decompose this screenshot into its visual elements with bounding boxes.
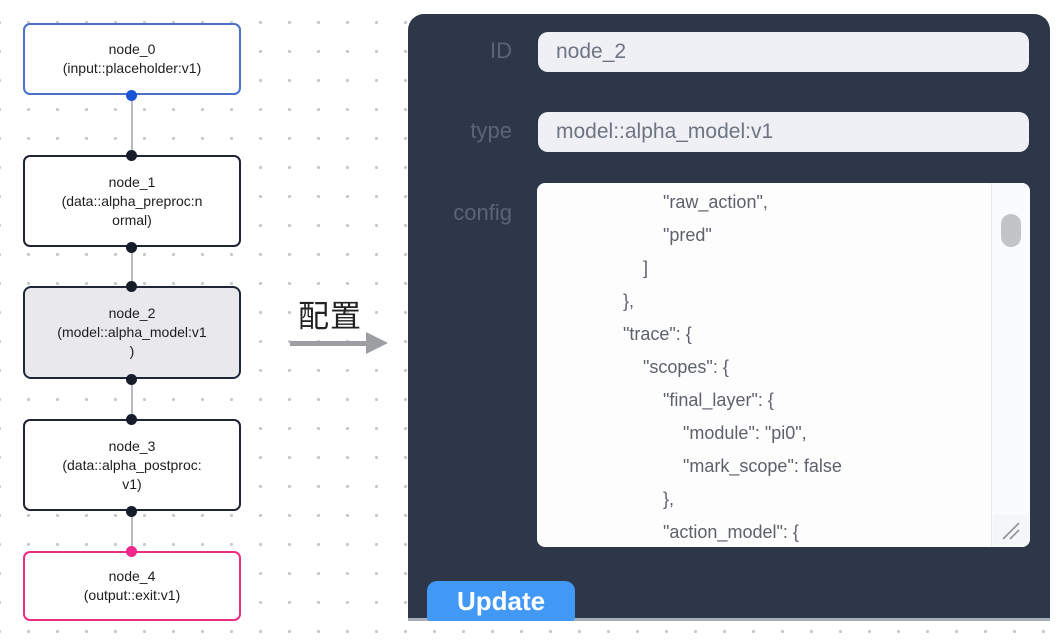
- node-type-line: ): [129, 343, 135, 359]
- node-id: node_4: [108, 568, 156, 584]
- scrollbar-thumb[interactable]: [1001, 214, 1021, 247]
- config-json-text: "raw_action", "pred" ] }, "trace": { "sc…: [623, 192, 842, 542]
- source-handle-node_2[interactable]: [126, 374, 137, 385]
- target-handle-node_4[interactable]: [126, 546, 137, 557]
- node-type-line: (data::alpha_preproc:n: [61, 192, 203, 209]
- resize-handle[interactable]: [993, 515, 1029, 546]
- id-input[interactable]: node_2: [538, 32, 1029, 72]
- target-handle-node_1[interactable]: [126, 150, 137, 161]
- node-id: node_1: [108, 173, 156, 190]
- node-node_0[interactable]: node_0 (input::placeholder:v1): [23, 23, 241, 95]
- source-handle-node_3[interactable]: [126, 506, 137, 517]
- node-node_4[interactable]: node_4 (output::exit:v1): [23, 551, 241, 621]
- node-id: node_0: [108, 41, 156, 57]
- config-textarea[interactable]: "raw_action", "pred" ] }, "trace": { "sc…: [537, 183, 1030, 547]
- type-field-label: type: [470, 118, 512, 143]
- target-handle-node_2[interactable]: [126, 281, 137, 292]
- node-type-line: (output::exit:v1): [83, 587, 181, 603]
- node-config-panel: ID node_2 type model::alpha_model:v1 con…: [408, 14, 1050, 621]
- id-field-label: ID: [490, 38, 512, 63]
- node-type-line: (input::placeholder:v1): [62, 60, 202, 76]
- arrow-line: [290, 341, 369, 346]
- node-type-line: ormal): [112, 211, 152, 228]
- node-id: node_3: [108, 437, 156, 454]
- config-field-label: config: [453, 200, 512, 225]
- node-node_1[interactable]: node_1 (data::alpha_preproc:n ormal): [23, 155, 241, 247]
- node-node_2[interactable]: node_2 (model::alpha_model:v1 ): [23, 286, 241, 379]
- resize-grip-icon: [1002, 521, 1020, 540]
- source-handle-node_1[interactable]: [126, 242, 137, 253]
- node-id: node_2: [108, 305, 156, 321]
- arrow-head-icon: [366, 332, 388, 354]
- scrollbar-track[interactable]: [991, 183, 1030, 547]
- node-type-line: (model::alpha_model:v1: [57, 324, 207, 340]
- node-type-line: v1): [122, 475, 142, 492]
- node-type-line: (data::alpha_postproc:: [62, 456, 202, 473]
- source-handle-node_0[interactable]: [126, 90, 137, 101]
- type-input[interactable]: model::alpha_model:v1: [538, 112, 1029, 152]
- update-button[interactable]: Update: [427, 581, 575, 621]
- config-annotation-label: 配置: [298, 299, 362, 334]
- node-node_3[interactable]: node_3 (data::alpha_postproc: v1): [23, 419, 241, 511]
- target-handle-node_3[interactable]: [126, 414, 137, 425]
